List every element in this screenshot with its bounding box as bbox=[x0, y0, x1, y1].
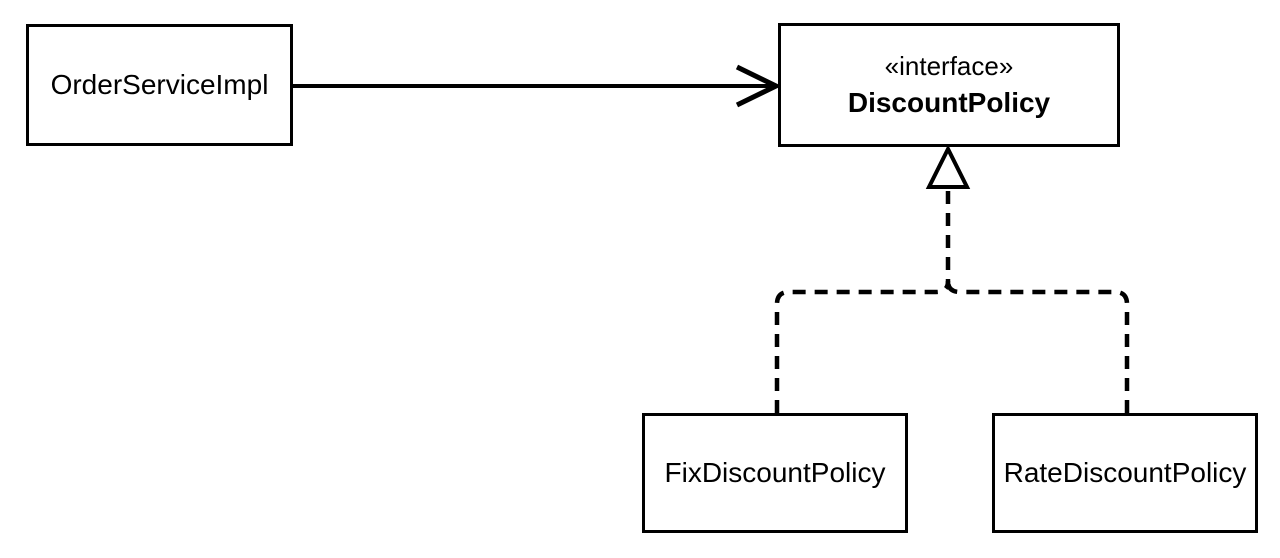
node-discount-policy-interface: «interface» DiscountPolicy bbox=[778, 23, 1120, 147]
node-label: FixDiscountPolicy bbox=[664, 456, 886, 488]
node-order-service-impl: OrderServiceImpl bbox=[26, 24, 293, 146]
node-label: RateDiscountPolicy bbox=[1003, 456, 1247, 488]
node-fix-discount-policy: FixDiscountPolicy bbox=[642, 413, 908, 533]
node-label: DiscountPolicy bbox=[847, 86, 1051, 118]
dependency-arrowhead-icon bbox=[735, 64, 782, 108]
node-label: OrderServiceImpl bbox=[50, 68, 269, 100]
realization-edge-fix bbox=[774, 280, 951, 413]
stereotype-label: «interface» bbox=[884, 50, 1014, 81]
realization-edge-rate bbox=[945, 280, 1130, 413]
realization-triangle-icon bbox=[925, 144, 971, 189]
node-rate-discount-policy: RateDiscountPolicy bbox=[992, 413, 1258, 533]
